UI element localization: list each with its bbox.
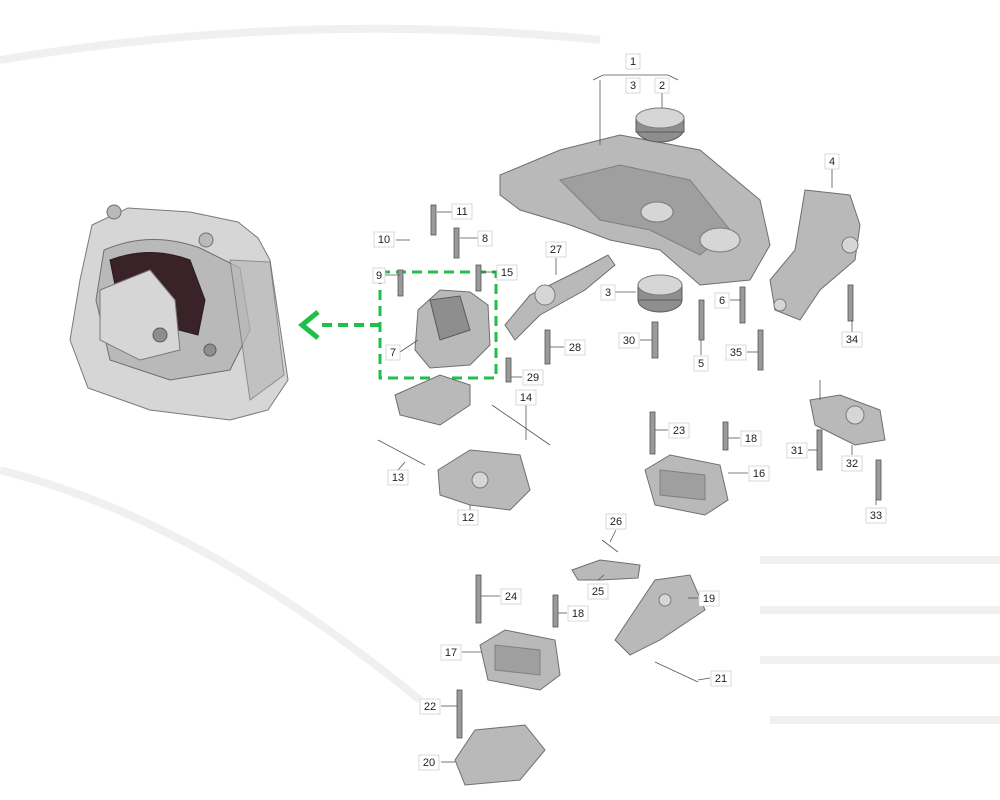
svg-text:3: 3 <box>630 80 636 92</box>
callout-31: 31 <box>786 442 808 459</box>
svg-text:23: 23 <box>673 425 685 437</box>
callout-2: 2 <box>654 77 670 94</box>
svg-text:32: 32 <box>846 458 858 470</box>
callout-29: 29 <box>522 369 544 386</box>
svg-text:18: 18 <box>745 433 757 445</box>
clamp-bracket <box>809 394 886 446</box>
callout-3-top: 3 <box>625 77 641 94</box>
mount-carrier <box>437 449 531 511</box>
background-ghost-lines <box>0 24 1000 724</box>
svg-text:15: 15 <box>501 267 513 279</box>
leader-lines <box>380 74 877 763</box>
callout-23: 23 <box>668 422 690 439</box>
callout-35: 35 <box>725 344 747 361</box>
callout-9: 9 <box>372 267 386 284</box>
svg-text:22: 22 <box>424 701 436 713</box>
callout-17: 17 <box>440 644 462 661</box>
callout-1: 1 <box>625 53 641 70</box>
callout-27: 27 <box>545 241 567 258</box>
callout-22: 22 <box>419 698 441 715</box>
callout-20: 20 <box>418 754 440 771</box>
callout-25: 25 <box>587 583 609 600</box>
svg-text:18: 18 <box>572 608 584 620</box>
callout-16: 16 <box>748 465 770 482</box>
bracket-right <box>769 189 861 321</box>
callout-5: 5 <box>693 355 709 372</box>
callout-28: 28 <box>564 339 586 356</box>
svg-text:35: 35 <box>730 347 742 359</box>
highlight-arrow <box>298 310 380 340</box>
callout-6: 6 <box>714 292 730 309</box>
svg-text:6: 6 <box>719 295 725 307</box>
svg-text:7: 7 <box>390 347 396 359</box>
svg-text:26: 26 <box>610 516 622 528</box>
callout-26: 26 <box>605 513 627 530</box>
svg-text:8: 8 <box>482 233 488 245</box>
svg-text:29: 29 <box>527 372 539 384</box>
svg-text:12: 12 <box>462 512 474 524</box>
callout-11: 11 <box>451 203 473 220</box>
callout-8: 8 <box>477 230 493 247</box>
callout-18: 18 <box>740 430 762 447</box>
callout-21: 21 <box>710 670 732 687</box>
bolts <box>377 204 882 739</box>
svg-text:19: 19 <box>703 593 715 605</box>
callout-7: 7 <box>385 344 401 361</box>
svg-text:30: 30 <box>623 335 635 347</box>
svg-text:24: 24 <box>505 591 517 603</box>
link-bracket <box>571 559 641 581</box>
engine-mount-enlarged <box>69 204 289 421</box>
svg-text:17: 17 <box>445 647 457 659</box>
callout-4: 4 <box>824 153 840 170</box>
svg-text:20: 20 <box>423 757 435 769</box>
svg-text:27: 27 <box>550 244 562 256</box>
svg-text:3: 3 <box>605 287 611 299</box>
callout-34: 34 <box>841 331 863 348</box>
callout-33: 33 <box>865 507 887 524</box>
pendulum-bracket <box>614 574 706 656</box>
svg-text:9: 9 <box>376 270 382 282</box>
svg-text:16: 16 <box>753 468 765 480</box>
callout-24: 24 <box>500 588 522 605</box>
callout-19: 19 <box>698 590 720 607</box>
svg-text:13: 13 <box>392 472 404 484</box>
rear-mount <box>479 629 561 691</box>
bushing-upper <box>635 107 685 143</box>
callout-10: 10 <box>373 231 395 248</box>
svg-text:10: 10 <box>378 234 390 246</box>
callout-3: 3 <box>600 284 616 301</box>
lower-bracket <box>454 724 546 786</box>
svg-text:2: 2 <box>659 80 665 92</box>
subframe <box>499 134 771 286</box>
svg-text:1: 1 <box>630 56 636 68</box>
svg-text:25: 25 <box>592 586 604 598</box>
engine-mount <box>414 289 491 369</box>
svg-text:28: 28 <box>569 342 581 354</box>
torque-arm <box>504 254 616 341</box>
svg-text:31: 31 <box>791 445 803 457</box>
callout-14: 14 <box>515 389 537 406</box>
callout-15: 15 <box>496 264 518 281</box>
callout-labels: 1 2 3 3 4 5 6 7 8 9 10 11 12 13 14 15 16… <box>372 53 887 771</box>
svg-text:33: 33 <box>870 510 882 522</box>
support-bracket <box>394 374 471 426</box>
svg-text:4: 4 <box>829 156 835 168</box>
svg-text:5: 5 <box>698 358 704 370</box>
callout-30: 30 <box>618 332 640 349</box>
svg-text:21: 21 <box>715 673 727 685</box>
callout-13: 13 <box>387 469 409 486</box>
svg-text:34: 34 <box>846 334 858 346</box>
svg-text:14: 14 <box>520 392 532 404</box>
callout-18-lower: 18 <box>567 605 589 622</box>
bushing-lower <box>637 274 683 313</box>
callout-32: 32 <box>841 455 863 472</box>
svg-text:11: 11 <box>456 206 467 218</box>
transmission-mount <box>644 454 729 516</box>
callout-12: 12 <box>457 509 479 526</box>
